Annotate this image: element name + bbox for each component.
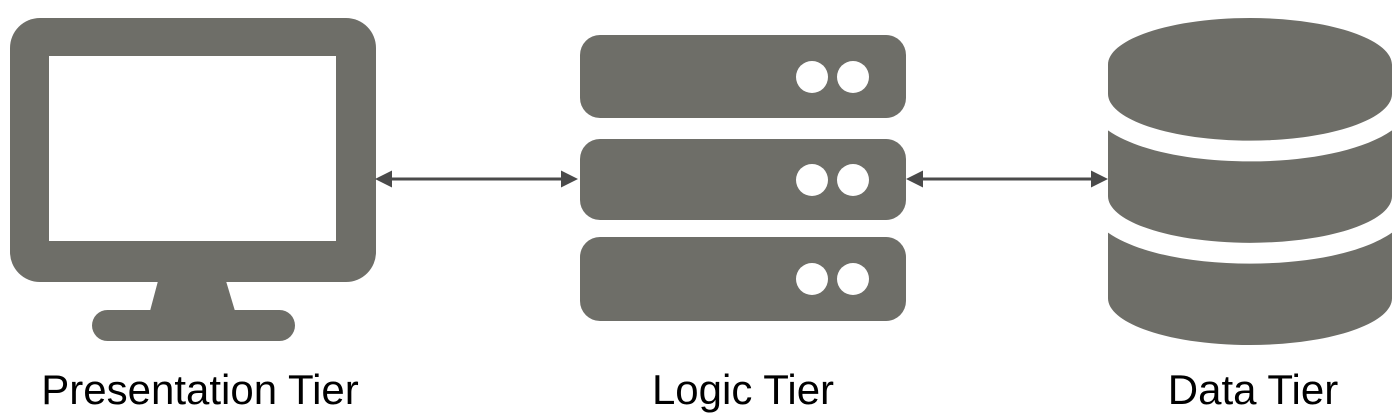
database-icon	[1108, 18, 1392, 345]
monitor-icon	[10, 18, 376, 341]
data-tier-label: Data Tier	[1167, 366, 1339, 413]
logic-tier-label: Logic Tier	[651, 366, 835, 413]
double-arrow-logic-data	[906, 170, 1108, 188]
double-arrow-presentation-logic	[375, 170, 578, 188]
server-stack-icon	[580, 35, 906, 321]
presentation-tier-label: Presentation Tier	[41, 366, 359, 413]
